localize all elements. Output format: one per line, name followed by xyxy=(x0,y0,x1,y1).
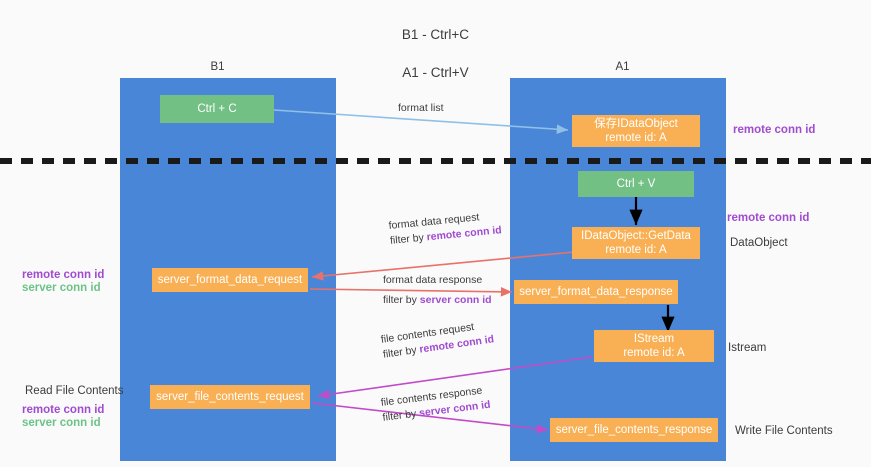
node-ctrl-c-label: Ctrl + C xyxy=(197,103,237,115)
edge-label-format-list-text: format list xyxy=(398,102,444,114)
arrow-format-data-response xyxy=(309,287,513,297)
edge-label-format-data-response-highlight: server conn id xyxy=(419,294,492,306)
annotation-left-remote-conn-id-2: remote conn id xyxy=(22,404,105,416)
node-idataobject-getdata-line1: IDataObject::GetData xyxy=(581,230,691,242)
lane-header-a1-title: A1 xyxy=(615,61,630,73)
edge-label-format-data-response-prefix: filter by xyxy=(383,294,420,306)
annotation-right-remote-conn-id-top: remote conn id xyxy=(733,124,816,136)
page-title-line1: B1 - Ctrl+C xyxy=(401,27,470,42)
edge-label-file-contents-request-prefix: filter by xyxy=(382,343,421,361)
annotation-right-remote-conn-id-mid: remote conn id xyxy=(727,212,810,224)
arrow-format-list xyxy=(273,109,569,135)
arrow-file-contents-response xyxy=(311,402,549,434)
node-istream[interactable]: IStream remote id: A xyxy=(594,330,714,362)
node-ctrl-c[interactable]: Ctrl + C xyxy=(160,95,274,123)
arrow-file-contents-request xyxy=(317,356,593,400)
node-server-format-data-request[interactable]: server_format_data_request xyxy=(152,268,308,292)
edge-label-file-contents-response-prefix: filter by xyxy=(381,407,420,424)
edge-label-format-data-response: format data response filter by server co… xyxy=(383,273,492,308)
annotation-left-remote-conn-id: remote conn id xyxy=(22,269,105,281)
annotation-right-write-file-contents: Write File Contents xyxy=(735,425,833,437)
node-server-file-contents-request[interactable]: server_file_contents_request xyxy=(150,385,310,409)
annotation-left-server-conn-id: server conn id xyxy=(22,282,101,294)
node-ctrl-v-label: Ctrl + V xyxy=(616,178,656,190)
edge-label-format-data-response-line1: format data response xyxy=(383,274,483,286)
node-ctrl-v[interactable]: Ctrl + V xyxy=(578,171,694,197)
node-idataobject-getdata[interactable]: IDataObject::GetData remote id: A xyxy=(572,227,700,259)
node-istream-line2: remote id: A xyxy=(623,347,685,359)
page-title-line2: A1 - Ctrl+V xyxy=(402,65,469,80)
node-server-file-contents-request-label: server_file_contents_request xyxy=(156,391,304,403)
edge-label-format-data-request-prefix: filter by xyxy=(389,231,428,247)
annotation-left-read-file-contents: Read File Contents xyxy=(25,385,124,397)
node-server-file-contents-response[interactable]: server_file_contents_response xyxy=(550,418,718,442)
page-title: B1 - Ctrl+C A1 - Ctrl+V xyxy=(0,6,871,101)
edge-label-format-data-response-line2: filter by server conn id xyxy=(383,293,492,308)
node-server-format-data-request-label: server_format_data_request xyxy=(157,274,303,286)
arrow-format-data-request xyxy=(311,251,575,281)
annotation-right-istream: Istream xyxy=(728,342,767,354)
node-server-format-data-response-label: server_format_data_response xyxy=(519,286,673,298)
annotation-right-dataobject: DataObject xyxy=(730,237,788,249)
edge-label-format-list: format list xyxy=(398,101,444,116)
node-server-format-data-response[interactable]: server_format_data_response xyxy=(514,280,678,304)
node-server-file-contents-response-label: server_file_contents_response xyxy=(555,424,713,436)
node-save-idataobject-line2: remote id: A xyxy=(605,132,667,144)
node-istream-line1: IStream xyxy=(633,333,675,345)
node-idataobject-getdata-line2: remote id: A xyxy=(605,244,667,256)
annotation-left-server-conn-id-2: server conn id xyxy=(22,417,101,429)
node-save-idataobject-line1: 保存IDataObject xyxy=(594,118,678,130)
node-save-idataobject[interactable]: 保存IDataObject remote id: A xyxy=(572,115,700,147)
lane-header-b1-title: B1 xyxy=(210,61,225,73)
